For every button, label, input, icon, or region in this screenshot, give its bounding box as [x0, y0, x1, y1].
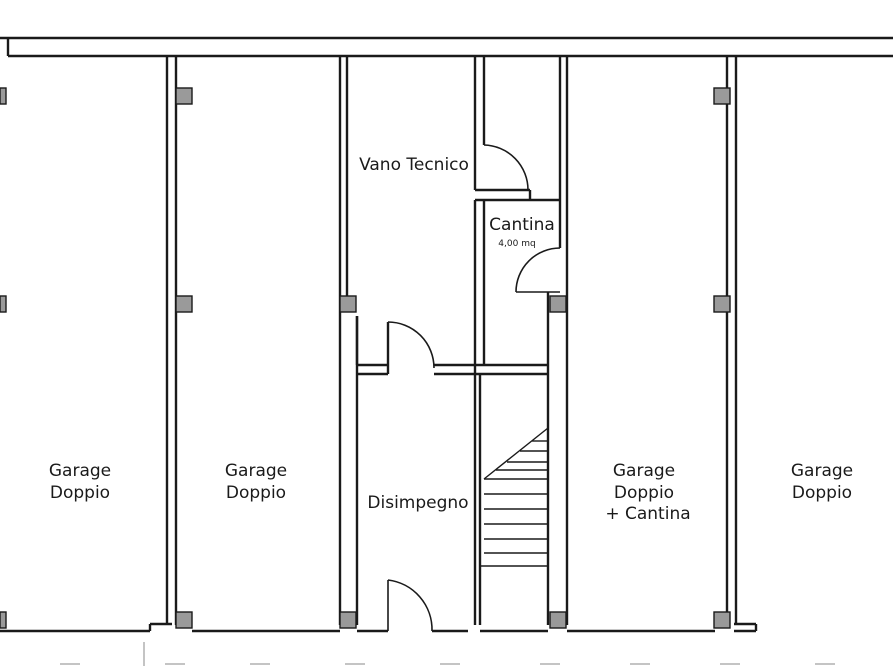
label-vano-tecnico: Vano Tecnico	[359, 155, 469, 175]
label-cantina: Cantina	[489, 215, 555, 235]
label-garage-3-line2: Doppio	[614, 483, 674, 503]
label-garage-4-line1: Garage	[791, 461, 853, 481]
label-garage-4-line2: Doppio	[792, 483, 852, 503]
pillars	[0, 87, 731, 629]
wall-separators	[355, 316, 548, 625]
wall-garage-3-right	[725, 56, 738, 625]
outer-wall-bottom	[0, 622, 758, 633]
label-disimpegno: Disimpegno	[367, 493, 468, 513]
stair	[480, 427, 549, 567]
label-garage-3-line3: + Cantina	[605, 504, 690, 524]
wall-service-block	[473, 56, 569, 625]
label-garage-2-line2: Doppio	[226, 483, 286, 503]
label-garage-3-line1: Garage	[613, 461, 675, 481]
label-garage-2-line1: Garage	[225, 461, 287, 481]
outer-wall-top	[0, 36, 893, 58]
wall-garage-1-right	[165, 56, 178, 625]
label-garage-1-line1: Garage	[49, 461, 111, 481]
wall-garage-2-right	[338, 56, 359, 625]
door-disimpegno-bottom	[387, 579, 433, 632]
dimension-marks	[60, 642, 835, 666]
door-cantina	[515, 247, 561, 293]
label-garage-1-line2: Doppio	[50, 483, 110, 503]
label-cantina-area: 4,00 mq	[498, 239, 535, 249]
door-disimpegno-top	[387, 321, 435, 369]
door-vano-tecnico	[483, 144, 529, 191]
